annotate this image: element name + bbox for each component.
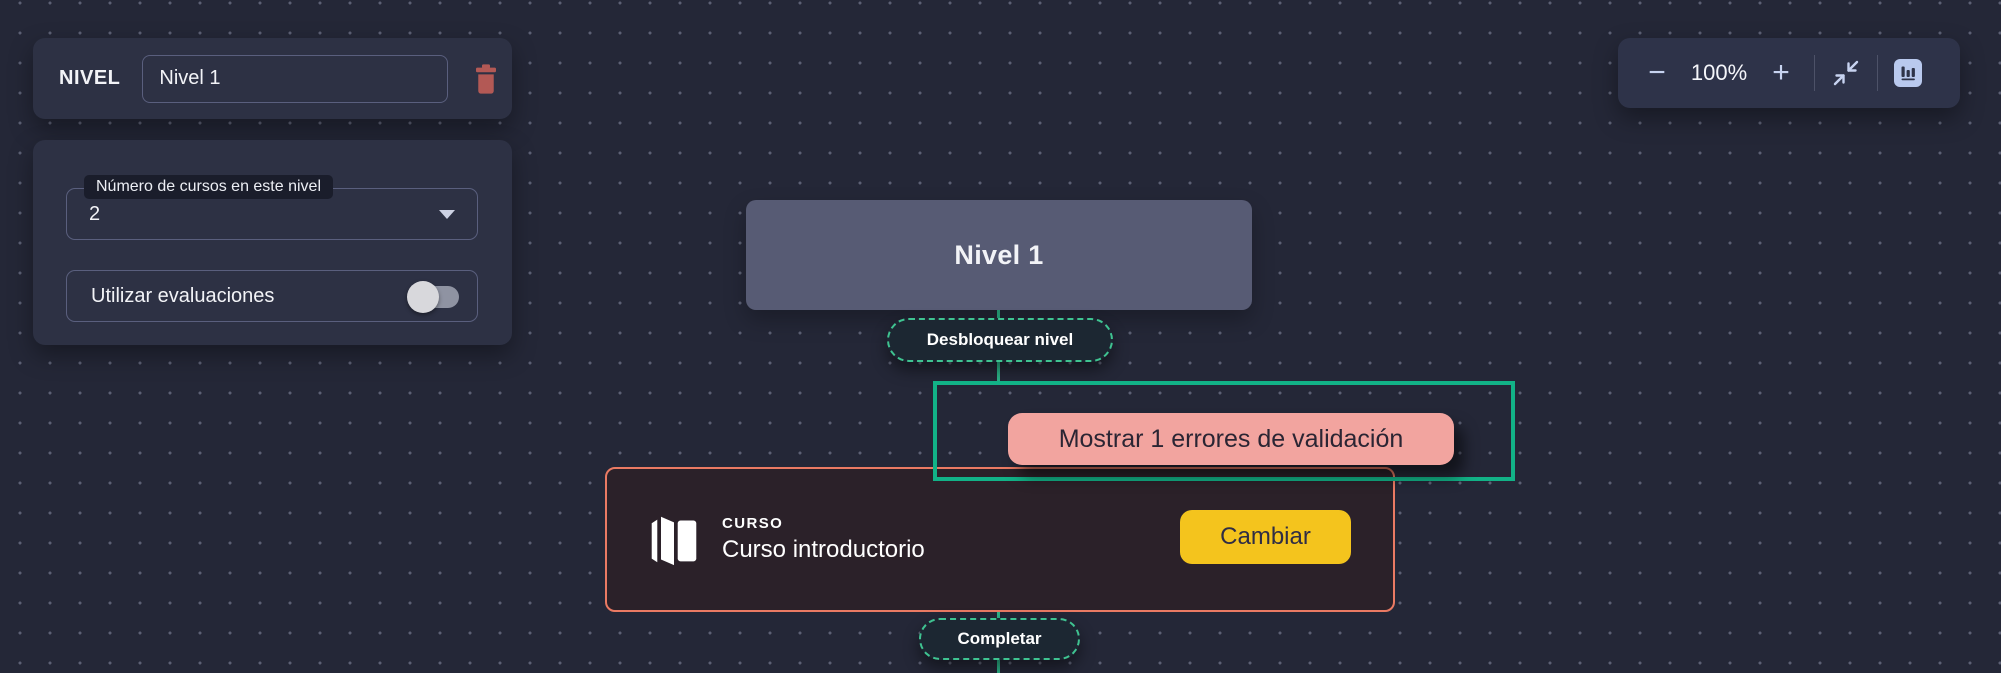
unlock-level-pill[interactable]: Desbloquear nivel bbox=[887, 318, 1113, 362]
level-node[interactable]: Nivel 1 bbox=[746, 200, 1252, 310]
connector-course-to-complete bbox=[997, 608, 1000, 620]
book-icon bbox=[648, 511, 700, 569]
level-settings-panel: Número de cursos en este nivel 2 Utiliza… bbox=[33, 140, 512, 345]
show-validation-errors-button[interactable]: Mostrar 1 errores de validación bbox=[1008, 413, 1454, 465]
minimap-button[interactable] bbox=[1894, 59, 1922, 87]
course-kicker: CURSO bbox=[722, 515, 784, 532]
connector-unlock-to-course bbox=[997, 360, 1000, 383]
zoom-in-button[interactable]: + bbox=[1764, 53, 1798, 93]
connector-node-to-unlock bbox=[997, 305, 1000, 321]
zoom-toolbar: − 100% + bbox=[1618, 38, 1960, 108]
minus-icon: − bbox=[1648, 56, 1666, 89]
level-panel: NIVEL bbox=[33, 38, 512, 119]
level-panel-label: NIVEL bbox=[59, 67, 121, 89]
trash-icon bbox=[470, 61, 502, 97]
courses-count-select[interactable]: Número de cursos en este nivel 2 bbox=[66, 175, 478, 240]
delete-level-button[interactable] bbox=[466, 57, 506, 101]
change-course-button[interactable]: Cambiar bbox=[1180, 510, 1351, 564]
complete-pill[interactable]: Completar bbox=[919, 618, 1080, 660]
courses-count-select-label: Número de cursos en este nivel bbox=[84, 175, 333, 199]
toolbar-divider bbox=[1814, 55, 1815, 91]
level-name-input[interactable] bbox=[142, 54, 449, 103]
plus-icon: + bbox=[1772, 56, 1790, 89]
evaluations-toggle-row: Utilizar evaluaciones bbox=[66, 270, 478, 322]
level-node-title: Nivel 1 bbox=[954, 239, 1044, 270]
fit-view-icon bbox=[1831, 58, 1861, 88]
switch-thumb bbox=[407, 281, 439, 313]
zoom-out-button[interactable]: − bbox=[1640, 53, 1674, 93]
connector-complete-down bbox=[997, 656, 1000, 673]
course-node-texts: CURSO Curso introductorio bbox=[722, 515, 925, 564]
complete-pill-label: Completar bbox=[957, 629, 1042, 648]
fit-view-button[interactable] bbox=[1831, 58, 1861, 88]
evaluations-toggle-switch[interactable] bbox=[407, 281, 459, 313]
change-course-button-label: Cambiar bbox=[1220, 523, 1311, 550]
course-node[interactable]: CURSO Curso introductorio Cambiar bbox=[605, 467, 1395, 612]
unlock-level-pill-label: Desbloquear nivel bbox=[926, 330, 1074, 349]
course-title: Curso introductorio bbox=[722, 536, 925, 563]
show-validation-errors-label: Mostrar 1 errores de validación bbox=[1058, 424, 1404, 453]
zoom-level: 100% bbox=[1690, 60, 1748, 85]
toolbar-divider bbox=[1877, 55, 1878, 91]
chevron-down-icon bbox=[439, 210, 455, 219]
courses-count-select-value: 2 bbox=[89, 202, 101, 225]
evaluations-toggle-label: Utilizar evaluaciones bbox=[91, 284, 275, 307]
bar-chart-icon bbox=[1894, 59, 1922, 87]
